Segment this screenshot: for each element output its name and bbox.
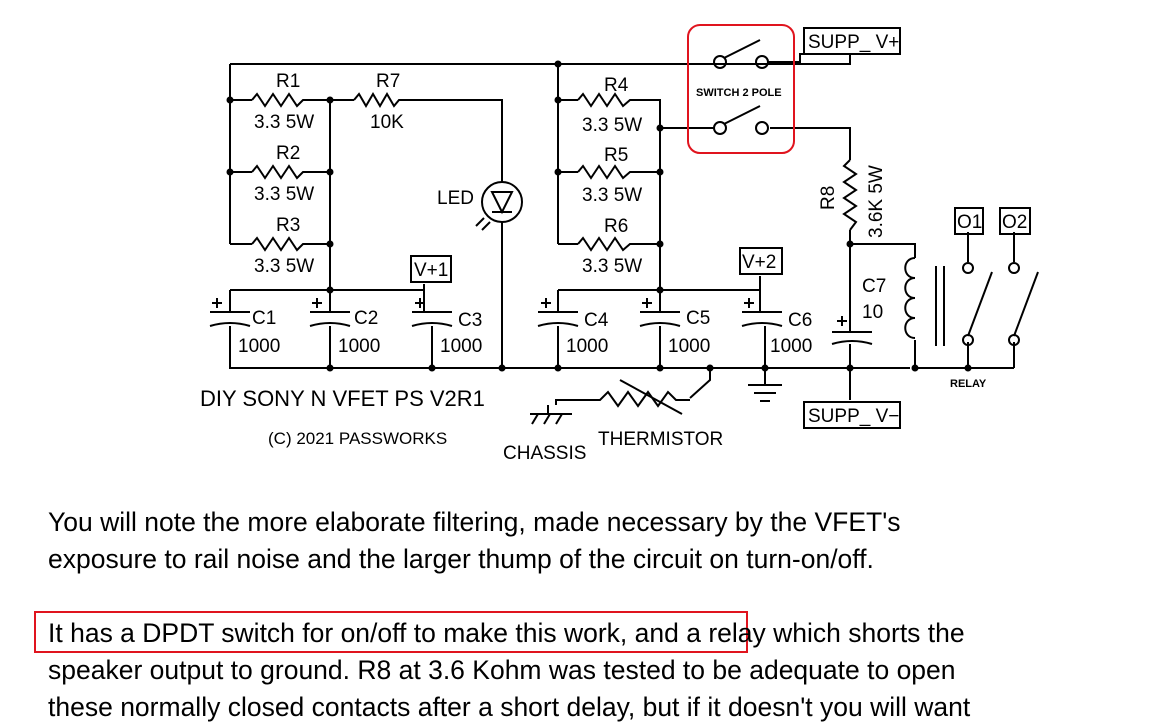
c5-value: 1000	[668, 336, 710, 357]
port-supp-pos-label: SUPP_ V+	[808, 32, 899, 53]
port-v1-label: V+1	[414, 260, 448, 281]
r1-value: 3.3 5W	[254, 112, 314, 133]
copyright-label: (C) 2021 PASSWORKS	[268, 429, 447, 448]
c3-value: 1000	[440, 336, 482, 357]
r8-value: 3.6K 5W	[866, 165, 887, 238]
junction-dots	[226, 60, 972, 372]
r8-ref: R8	[818, 186, 839, 210]
switch-highlight-box	[687, 24, 795, 154]
schematic-title: DIY SONY N VFET PS V2R1	[200, 386, 485, 411]
r4-value: 3.3 5W	[582, 115, 642, 136]
c4-value: 1000	[566, 336, 608, 357]
relay-label: RELAY	[950, 378, 987, 390]
r6-value: 3.3 5W	[582, 256, 642, 277]
port-boxes	[410, 27, 1031, 429]
led-label: LED	[437, 188, 474, 209]
switch-label: SWITCH 2 POLE	[696, 87, 782, 99]
c2-value: 1000	[338, 336, 380, 357]
port-o2-label: O2	[1002, 212, 1027, 233]
capacitor-symbols	[209, 298, 873, 345]
para2-line3: these normally closed contacts after a s…	[48, 692, 971, 722]
r6-ref: R6	[604, 216, 628, 237]
sentence-highlight-box	[34, 611, 748, 653]
c7-ref: C7	[862, 276, 886, 297]
paragraph-filtering: You will note the more elaborate filteri…	[48, 504, 1158, 578]
para1-line1: You will note the more elaborate filteri…	[48, 507, 901, 537]
c7-value: 10	[862, 302, 883, 323]
r4-ref: R4	[604, 75, 629, 96]
thermistor-label: THERMISTOR	[598, 429, 723, 450]
para1-line2: exposure to rail noise and the larger th…	[48, 544, 874, 574]
port-v2-label: V+2	[742, 252, 776, 273]
r2-value: 3.3 5W	[254, 184, 314, 205]
paragraph-switch-relay: It has a DPDT switch for on/off to make …	[48, 615, 1158, 726]
r1-ref: R1	[276, 71, 300, 92]
r3-value: 3.3 5W	[254, 256, 314, 277]
c5-ref: C5	[686, 308, 710, 329]
para2-line1-rest: and a relay which shorts the	[627, 618, 965, 648]
r7-value: 10K	[370, 112, 404, 133]
port-supp-neg-label: SUPP_ V−	[808, 406, 899, 427]
c3-ref: C3	[458, 310, 482, 331]
switch-symbol	[687, 24, 850, 154]
r5-value: 3.3 5W	[582, 185, 642, 206]
resistor-symbols	[251, 92, 858, 252]
r7-ref: R7	[376, 71, 400, 92]
r2-ref: R2	[276, 143, 300, 164]
para2-highlighted-sentence: It has a DPDT switch for on/off to make …	[48, 618, 628, 648]
port-o1-label: O1	[957, 212, 982, 233]
c6-value: 1000	[770, 336, 812, 357]
c6-ref: C6	[788, 310, 812, 331]
c2-ref: C2	[354, 308, 378, 329]
power-supply-schematic: SUPP_ V+ SUPP_ V− V+1 V+2 O1 O2 SWITCH 2…	[200, 24, 1039, 464]
para2-line2: speaker output to ground. R8 at 3.6 Kohm…	[48, 655, 956, 685]
relay-symbol	[904, 257, 1020, 346]
chassis-label: CHASSIS	[503, 443, 586, 464]
c4-ref: C4	[584, 310, 609, 331]
c1-ref: C1	[252, 308, 276, 329]
r3-ref: R3	[276, 215, 300, 236]
c1-value: 1000	[238, 336, 280, 357]
r5-ref: R5	[604, 145, 628, 166]
led-symbol	[475, 181, 523, 231]
